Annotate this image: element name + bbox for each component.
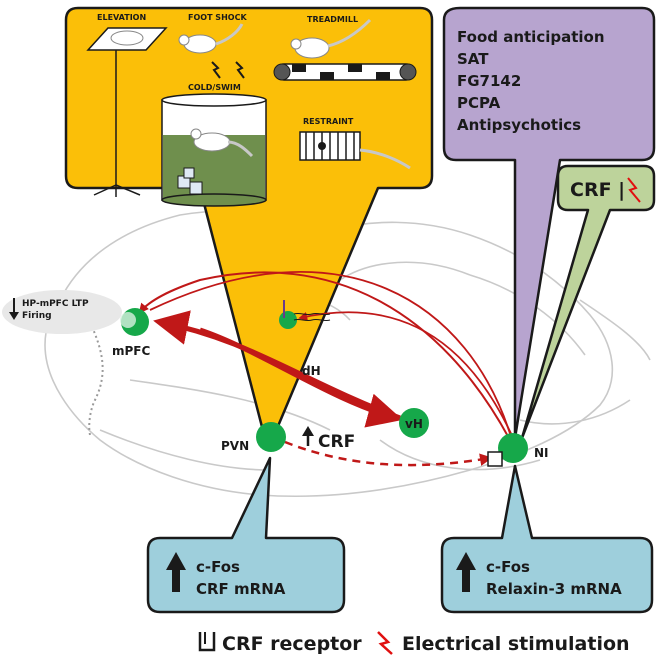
ni-to-mpfc-arrow [138, 271, 511, 441]
restraint-icon [299, 131, 411, 170]
ni-to-mpfc-upper-arrow [149, 271, 513, 441]
pathway-arrows [138, 271, 515, 467]
hp-mpfc-bubble [2, 290, 122, 334]
neuron-firing-icon [283, 300, 331, 322]
legend-electrical-stimulation-icon [377, 631, 393, 655]
restraint-label: RESTRAINT [303, 117, 354, 126]
pvn-to-ni-dashed-arrow [284, 440, 493, 467]
arrow-down-icon [9, 298, 19, 320]
purple-item-5: Antipsychotics [457, 116, 581, 134]
pvn-label: PVN [221, 439, 249, 453]
crf-callout-label: CRF | [570, 179, 625, 201]
foot-shock-label: FOOT SHOCK [188, 13, 247, 22]
olfactory-dotted-line [88, 321, 104, 436]
ni-to-hippocampus-arrow [298, 311, 515, 441]
treadmill-label: TREADMILL [307, 15, 358, 24]
treadmill-icon [273, 18, 417, 81]
ni-box-line1: c-Fos [486, 558, 530, 576]
pvn-box-line2: CRF mRNA [196, 580, 286, 598]
elevation-icon [86, 27, 168, 197]
pvn-box-line1: c-Fos [196, 558, 240, 576]
pvn-callout-box [146, 456, 346, 614]
ni-node [498, 433, 528, 463]
cold-swim-label: COLD/SWIM [188, 83, 241, 92]
crf-up-arrow-icon [302, 426, 314, 446]
electrical-stimulation-icon [627, 177, 641, 203]
hp-mpfc-line2: Firing [22, 311, 52, 321]
pharmacology-callout-box [442, 6, 656, 440]
pvn-node [256, 422, 286, 452]
crf-stimulation-callout-box [520, 164, 656, 440]
purple-item-2: SAT [457, 50, 489, 68]
legend-electrical-stimulation: Electrical stimulation [402, 633, 630, 655]
vh-label: vH [405, 417, 423, 431]
dh-label: dH [302, 364, 321, 378]
ni-up-arrow-icon [456, 552, 476, 592]
ni-label: NI [534, 446, 549, 460]
hp-mpfc-line1: HP-mPFC LTP [22, 299, 89, 309]
pvn-up-arrow-icon [166, 552, 186, 592]
vh-node [399, 408, 429, 438]
elevation-label: ELEVATION [97, 13, 146, 22]
mpfc-label: mPFC [112, 344, 150, 358]
crf-receptor-legend-icon [198, 632, 216, 652]
ni-receptor-icon [487, 451, 503, 467]
foot-shock-icon [178, 23, 245, 79]
dh-to-vh-arrow [199, 327, 403, 428]
mpfc-receptor-icon [120, 312, 136, 328]
cold-swim-icon [161, 93, 267, 207]
legend-crf-receptor: CRF receptor [222, 633, 362, 655]
purple-item-3: FG7142 [457, 72, 521, 90]
ni-box-line2: Relaxin-3 mRNA [486, 580, 622, 598]
purple-item-4: PCPA [457, 94, 501, 112]
ni-callout-box [440, 464, 654, 614]
purple-item-1: Food anticipation [457, 28, 605, 46]
crf-increase-label: CRF [318, 432, 355, 452]
